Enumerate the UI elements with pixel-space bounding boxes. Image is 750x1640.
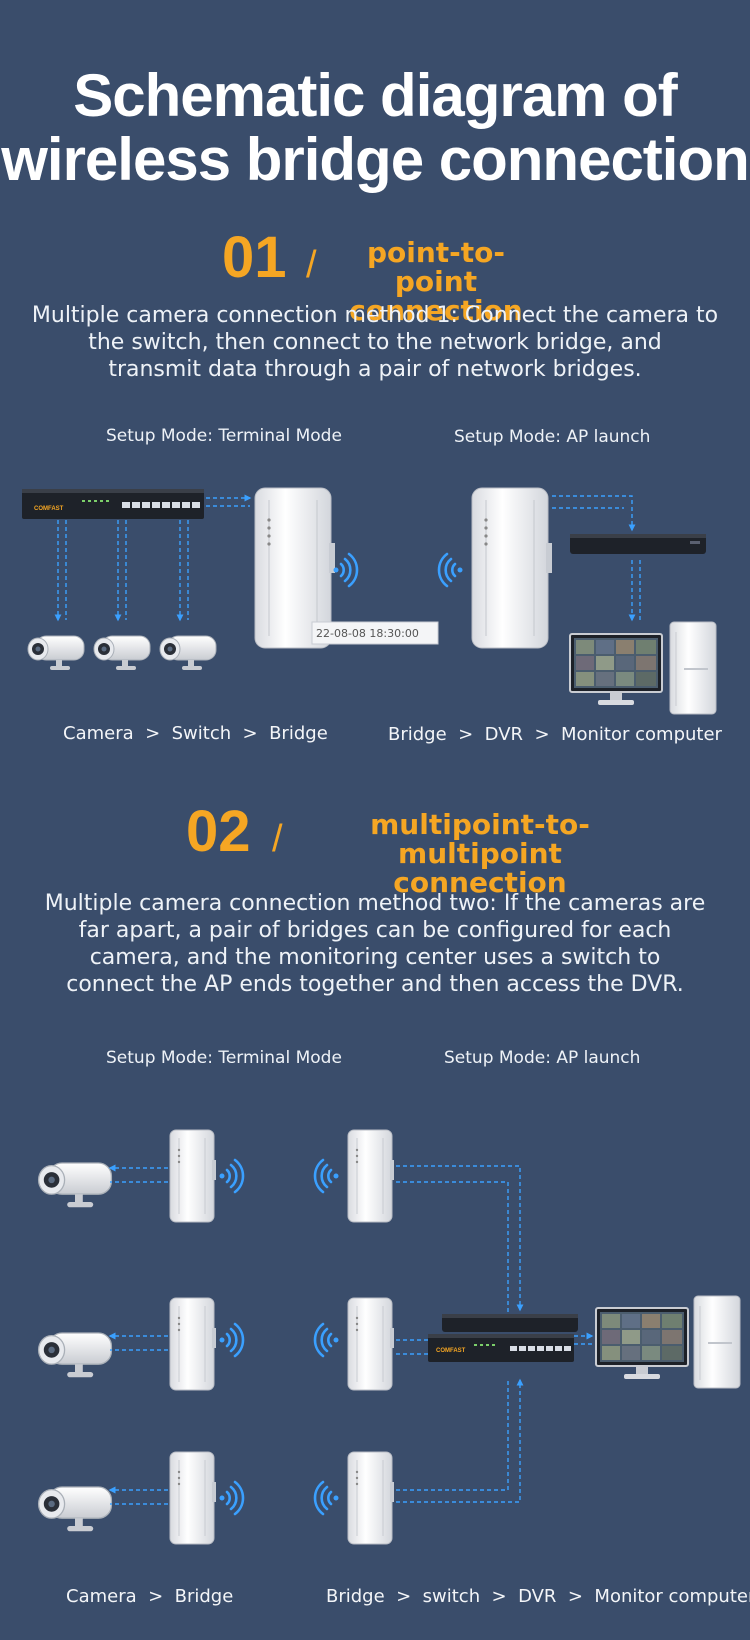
wifi-signal-icon [437, 552, 464, 588]
section1-slash: / [306, 244, 317, 286]
section1-desc-line-2: the switch, then connect to the network … [88, 330, 662, 355]
wifi-signal-icon [332, 552, 359, 588]
section2-flow-left: Camera > Bridge [66, 1586, 234, 1607]
section2-diagram: COMFAST [37, 1129, 741, 1545]
camera-row-1 [37, 1162, 113, 1208]
section1-subtitle-line-2: connection [349, 294, 523, 327]
section2-desc-line-4: connect the AP ends together and then ac… [66, 972, 684, 997]
section1-desc-line-1: Multiple camera connection method 1: Con… [31, 303, 719, 328]
camera-row-2 [37, 1332, 113, 1378]
section1-diagram: COMFAST 22 [22, 487, 717, 715]
bridge-ap [471, 487, 553, 649]
switch-brand-label: COMFAST [34, 506, 64, 512]
section2-slash: / [272, 818, 283, 860]
section1-mode-left: Setup Mode: Terminal Mode [106, 426, 342, 446]
section1-flow-left: Camera > Switch > Bridge [63, 723, 328, 744]
wifi-signal-icon [218, 1158, 245, 1194]
pc-tower [669, 621, 717, 715]
monitor-computer [569, 633, 663, 706]
dvr-device [442, 1314, 578, 1332]
camera-1 [27, 635, 85, 671]
switch-device: COMFAST [428, 1334, 574, 1362]
section2-subtitle-line-1: multipoint-to-multipoint [370, 808, 590, 870]
wifi-signal-icon [218, 1480, 245, 1516]
wifi-signal-icon [313, 1322, 340, 1358]
section2-mode-right: Setup Mode: AP launch [444, 1048, 641, 1068]
section2-description: Multiple camera connection method two: I… [0, 890, 750, 998]
switch-brand-label: COMFAST [436, 1348, 466, 1354]
bridge-ap-1 [347, 1129, 395, 1223]
camera-2 [93, 635, 151, 671]
timestamp-box [311, 621, 439, 645]
section1-subtitle-line-1: point-to-point [366, 236, 506, 298]
wifi-signal-icon [313, 1158, 340, 1194]
section2-number: 02 [186, 799, 251, 864]
section2-desc-line-2: far apart, a pair of bridges can be conf… [78, 918, 672, 943]
bridge-terminal-1 [169, 1129, 217, 1223]
section2-desc-line-3: camera, and the monitoring center uses a… [89, 945, 661, 970]
bridge-ap-3 [347, 1451, 395, 1545]
section2-flow-right: Bridge > switch > DVR > Monitor computer [326, 1586, 750, 1607]
camera-3 [159, 635, 217, 671]
section1-flow-right: Bridge > DVR > Monitor computer [388, 724, 722, 745]
section2-subtitle-line-2: connection [393, 866, 567, 899]
page-title: Schematic diagram of wireless bridge con… [0, 64, 750, 192]
bridge-ap-2 [347, 1297, 395, 1391]
section2-desc-line-1: Multiple camera connection method two: I… [44, 891, 706, 916]
wifi-signal-icon [218, 1322, 245, 1358]
monitor-computer [595, 1307, 689, 1380]
section1-subtitle: point-to-point connection [326, 238, 546, 325]
section1-mode-right: Setup Mode: AP launch [454, 427, 651, 447]
section1-desc-line-3: transmit data through a pair of network … [108, 357, 642, 382]
section2-mode-left: Setup Mode: Terminal Mode [106, 1048, 342, 1068]
timestamp-label: 22-08-08 18:30:00 [316, 627, 419, 640]
pc-tower [693, 1295, 741, 1389]
title-line-1: Schematic diagram of [73, 62, 678, 129]
dvr-device [570, 534, 706, 554]
camera-row-3 [37, 1486, 113, 1532]
title-line-2: wireless bridge connection [1, 126, 750, 193]
section1-description: Multiple camera connection method 1: Con… [0, 302, 750, 383]
section2-subtitle: multipoint-to-multipoint connection [292, 810, 668, 897]
wifi-signal-icon [313, 1480, 340, 1516]
bridge-terminal-2 [169, 1297, 217, 1391]
switch-device: COMFAST [22, 489, 204, 519]
bridge-terminal-3 [169, 1451, 217, 1545]
section1-number: 01 [222, 225, 287, 290]
